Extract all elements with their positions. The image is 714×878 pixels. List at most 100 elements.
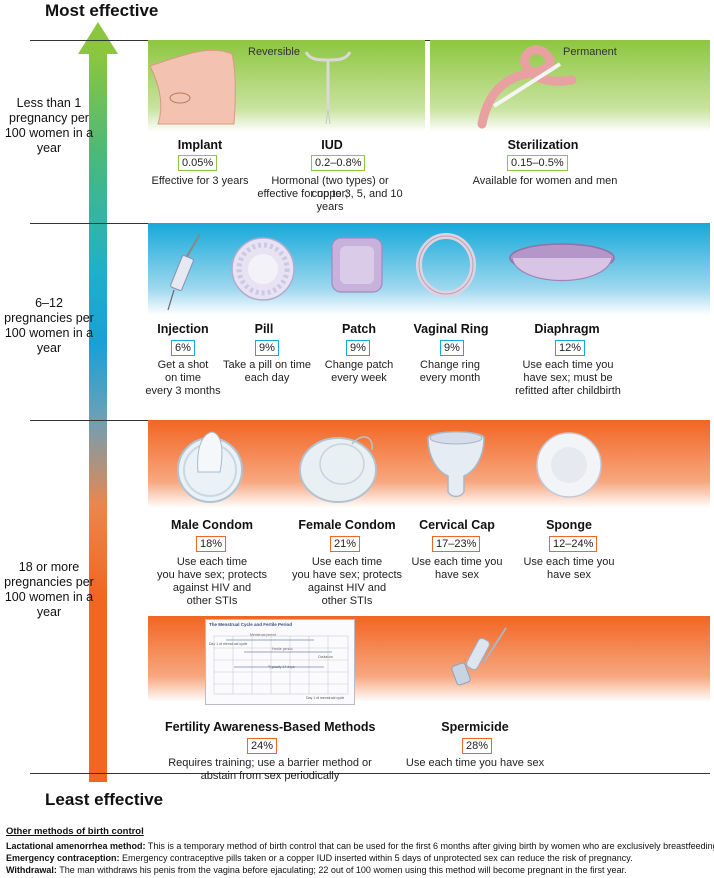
implant-desc: Effective for 3 years	[151, 175, 249, 187]
menstrual-period-label: Menstrual period	[250, 633, 277, 637]
patch-desc-2: every week	[331, 372, 387, 384]
male-condom-desc-2: you have sex; protects	[156, 569, 268, 581]
injection-desc-2: on time	[164, 372, 202, 384]
footer-withdrawal: Withdrawal: The man withdraws his penis …	[6, 865, 627, 875]
permanent-tag: Permanent	[563, 46, 617, 58]
ring-name: Vaginal Ring	[413, 322, 489, 336]
injection-rate: 6%	[171, 340, 195, 356]
footer-withdrawal-text: The man withdraws his penis from the vag…	[56, 865, 627, 875]
permanent-band	[430, 40, 710, 132]
diaphragm-desc-3: refitted after childbirth	[515, 385, 621, 397]
sterilization-rate: 0.15–0.5%	[507, 155, 568, 171]
implant-name: Implant	[177, 138, 223, 152]
diaphragm-name: Diaphragm	[534, 322, 600, 336]
pill-rate: 9%	[255, 340, 279, 356]
ring-rate: 9%	[440, 340, 464, 356]
spermicide-rate: 28%	[462, 738, 493, 754]
cervical-cap-rate: 17–23%	[432, 536, 481, 552]
tier-label-top: Less than 1 pregnancy per 100 women in a…	[4, 96, 94, 155]
ovulation-label: Ovulation	[318, 655, 333, 659]
male-condom-rate: 18%	[196, 536, 227, 552]
injection-illustration	[167, 233, 201, 311]
implant-illustration	[149, 49, 236, 125]
day1-label: Day 1 of menstrual cycle	[209, 642, 248, 646]
least-effective-label: Least effective	[45, 790, 164, 809]
patch-rate: 9%	[346, 340, 370, 356]
female-condom-desc-4: other STIs	[321, 595, 373, 607]
iud-desc-2: effective for up to 3, 5, and 10 years	[257, 188, 403, 213]
cervical-cap-name: Cervical Cap	[419, 518, 495, 532]
male-condom-desc-3: against HIV and	[172, 582, 252, 594]
footer-withdrawal-label: Withdrawal:	[6, 865, 57, 875]
iud-name: IUD	[321, 138, 343, 152]
effectiveness-arrow-head	[78, 22, 118, 54]
sponge-rate: 12–24%	[549, 536, 598, 552]
female-condom-illustration	[299, 436, 377, 503]
fertility-desc-1: Requires training; use a barrier method …	[168, 757, 372, 769]
cervical-cap-desc-1: Use each time you	[411, 556, 503, 568]
fertility-chart-card: The Menstrual Cycle and Fertile Period M…	[205, 619, 355, 705]
female-condom-name: Female Condom	[298, 518, 396, 532]
female-condom-desc-1: Use each time	[311, 556, 383, 568]
tier-divider	[30, 773, 710, 774]
patch-illustration	[331, 237, 383, 293]
fertility-name: Fertility Awareness-Based Methods	[165, 720, 376, 734]
fertility-desc-2: abstain from sex periodically	[200, 770, 340, 782]
male-condom-desc-1: Use each time	[176, 556, 248, 568]
sterilization-desc: Available for women and men	[472, 175, 618, 187]
diaphragm-desc-2: have sex; must be	[523, 372, 613, 384]
iud-desc-1: Hormonal (two types) or copper;	[271, 175, 389, 200]
sponge-desc-2: have sex	[546, 569, 592, 581]
day1b-label: Day 1 of menstrual cycle	[306, 696, 345, 700]
patch-desc-1: Change patch	[324, 359, 394, 371]
female-condom-desc-2: you have sex; protects	[291, 569, 403, 581]
pill-desc-1: Take a pill on time	[222, 359, 312, 371]
tier-label-bottom: 18 or more pregnancies per 100 women in …	[4, 560, 94, 619]
effectiveness-arrow	[89, 52, 107, 782]
female-condom-desc-3: against HIV and	[307, 582, 387, 594]
spermicide-desc: Use each time you have sex	[405, 757, 545, 769]
sterilization-illustration	[477, 45, 577, 129]
spermicide-illustration	[451, 627, 507, 686]
fertility-chart-title: The Menstrual Cycle and Fertile Period	[209, 622, 293, 627]
diaphragm-desc-1: Use each time you	[522, 359, 614, 371]
ring-desc-1: Change ring	[420, 359, 480, 371]
iud-rate: 0.2–0.8%	[311, 155, 366, 171]
footer-lam: Lactational amenorrhea method: This is a…	[6, 841, 714, 851]
vaginal-ring-illustration	[416, 233, 476, 297]
injection-desc-1: Get a shot	[157, 359, 209, 371]
diaphragm-rate: 12%	[555, 340, 586, 356]
sterilization-name: Sterilization	[507, 138, 579, 152]
injection-name: Injection	[157, 322, 209, 336]
sponge-illustration	[536, 432, 602, 498]
calendar-grid	[213, 635, 349, 695]
pill-name: Pill	[254, 322, 274, 336]
patch-name: Patch	[341, 322, 377, 336]
footer-ec-label: Emergency contraception:	[6, 853, 120, 863]
pill-pack-illustration	[231, 237, 295, 301]
footer-lam-label: Lactational amenorrhea method:	[6, 841, 146, 851]
male-condom-name: Male Condom	[171, 518, 253, 532]
fertile-period-label: Fertile period	[272, 647, 293, 651]
footer-ec-text: Emergency contraceptive pills taken or a…	[119, 853, 633, 863]
most-effective-label: Most effective	[45, 1, 159, 20]
diaphragm-illustration	[509, 243, 615, 281]
injection-desc-3: every 3 months	[145, 385, 221, 397]
tier-label-middle: 6–12 pregnancies per 100 women in a year	[4, 296, 94, 355]
cervical-cap-illustration	[427, 431, 485, 498]
sponge-desc-1: Use each time you	[523, 556, 615, 568]
female-condom-rate: 21%	[330, 536, 361, 552]
spermicide-name: Spermicide	[441, 720, 509, 734]
footer-title: Other methods of birth control	[6, 826, 144, 837]
pill-desc-2: each day	[244, 372, 290, 384]
cervical-cap-desc-2: have sex	[434, 569, 480, 581]
iud-illustration	[304, 51, 352, 125]
male-condom-desc-4: other STIs	[186, 595, 238, 607]
male-condom-illustration	[177, 431, 243, 503]
fertility-rate: 24%	[247, 738, 278, 754]
ring-desc-2: every month	[419, 372, 481, 384]
footer-ec: Emergency contraception: Emergency contr…	[6, 853, 633, 863]
implant-rate: 0.05%	[178, 155, 218, 171]
footer-lam-text: This is a temporary method of birth cont…	[145, 841, 714, 851]
sponge-name: Sponge	[546, 518, 592, 532]
